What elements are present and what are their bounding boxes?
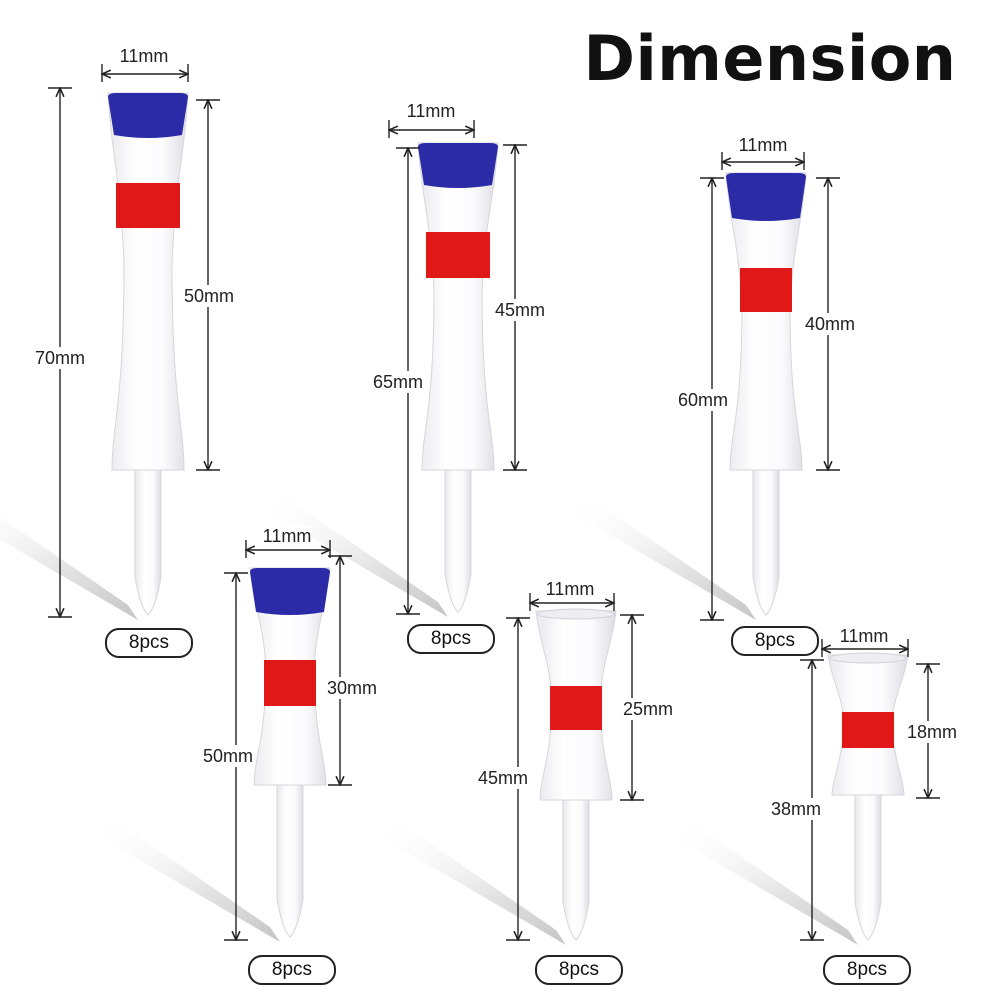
golf-tee (827, 652, 909, 941)
total-length-label: 60mm (677, 389, 729, 411)
tee-shadow (386, 820, 566, 945)
tee-cap (250, 568, 330, 615)
width-label: 11mm (262, 525, 312, 547)
width-label: 11mm (839, 625, 889, 647)
golf-tee (417, 142, 499, 613)
tee-shadow (678, 820, 858, 945)
tee-band (264, 660, 316, 706)
head-length-label: 45mm (494, 299, 546, 321)
width-label: 11mm (545, 578, 595, 600)
tee-cup (537, 608, 615, 620)
count-badge: 8pcs (105, 628, 193, 658)
head-length-label: 50mm (183, 285, 235, 307)
page-title: Dimension (583, 22, 957, 95)
tee-head (725, 172, 807, 471)
total-length-label: 70mm (34, 347, 86, 369)
head-length-label: 18mm (906, 721, 958, 743)
golf-tee (535, 608, 617, 941)
tee-band (740, 268, 792, 312)
total-length-label: 50mm (202, 745, 254, 767)
tee-cap (726, 173, 806, 221)
tee-cap (108, 93, 188, 138)
tee-head (107, 92, 189, 471)
count-badge: 8pcs (248, 955, 336, 985)
count-badge: 8pcs (731, 626, 819, 656)
count-badge: 8pcs (535, 955, 623, 985)
head-length-label: 30mm (326, 677, 378, 699)
golf-tee (107, 92, 189, 616)
tee-shaft (854, 794, 882, 941)
tee-shaft (752, 469, 780, 616)
tee-head (417, 142, 499, 471)
total-length-label: 45mm (477, 767, 529, 789)
tee-band (116, 183, 180, 228)
tee-shaft (276, 784, 304, 938)
head-length-label: 25mm (622, 698, 674, 720)
tee-shadow (576, 495, 756, 620)
width-label: 11mm (406, 100, 456, 122)
tee-shaft (444, 469, 472, 613)
tee-shaft (134, 469, 162, 616)
total-length-label: 65mm (372, 371, 424, 393)
tee-shadow (268, 492, 448, 617)
tee-cup (829, 652, 907, 664)
head-length-label: 40mm (804, 313, 856, 335)
width-label: 11mm (119, 45, 169, 67)
tee-band (550, 686, 602, 730)
tee-shaft (562, 799, 590, 941)
count-badge: 8pcs (823, 955, 911, 985)
tee-band (426, 232, 490, 278)
count-badge: 8pcs (407, 624, 495, 654)
width-label: 11mm (738, 134, 788, 156)
total-length-label: 38mm (770, 798, 822, 820)
tee-cap (418, 143, 498, 188)
golf-tee (249, 567, 331, 938)
tee-shadow (0, 517, 138, 620)
tee-shadow (100, 817, 280, 942)
tee-band (842, 712, 894, 748)
golf-tee (725, 172, 807, 616)
